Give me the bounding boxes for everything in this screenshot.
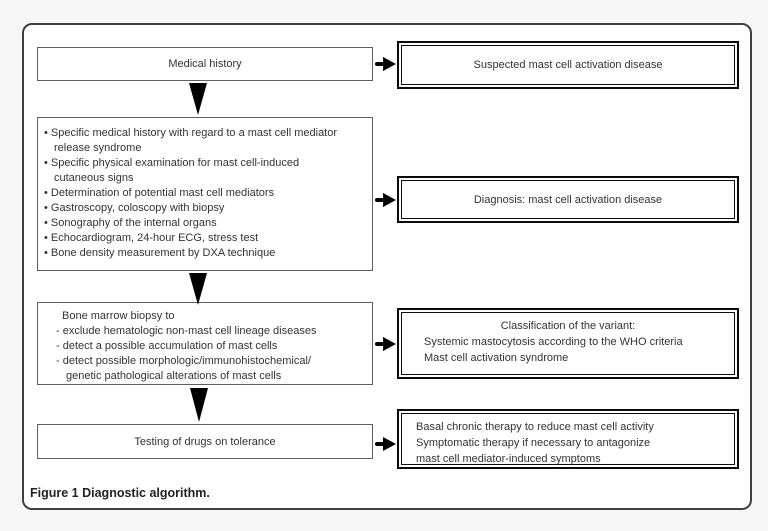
- workup-line: • Bone density measurement by DXA techni…: [44, 247, 276, 259]
- box-medical-history-label: Medical history: [168, 58, 242, 70]
- biopsy-line: - detect possible morphologic/immunohist…: [56, 355, 311, 367]
- arrow-right-icon: [375, 193, 396, 207]
- arrow-right-icon: [375, 437, 396, 451]
- variant-classification-text: Classification of the variant: Systemic …: [401, 312, 735, 375]
- bone-marrow-text: Bone marrow biopsy to - exclude hematolo…: [38, 303, 372, 388]
- workup-line: • Determination of potential mast cell m…: [44, 187, 275, 199]
- variant-line: Mast cell activation syndrome: [424, 352, 569, 364]
- figure-caption-title: Diagnostic algorithm.: [82, 486, 210, 500]
- figure-caption-label: Figure 1: [30, 486, 79, 500]
- box-medical-history: Medical history: [37, 47, 373, 81]
- workup-line: • Gastroscopy, coloscopy with biopsy: [44, 202, 225, 214]
- workup-line: • Echocardiogram, 24-hour ECG, stress te…: [44, 232, 259, 244]
- box-suspected-disease: Suspected mast cell activation disease: [397, 41, 739, 89]
- arrow-down-icon: [190, 388, 208, 422]
- box-variant-classification: Classification of the variant: Systemic …: [397, 308, 739, 379]
- box-workup-steps: • Specific medical history with regard t…: [37, 117, 373, 271]
- variant-line: Systemic mastocytosis according to the W…: [424, 336, 683, 348]
- therapy-text: Basal chronic therapy to reduce mast cel…: [401, 413, 735, 465]
- therapy-line: Symptomatic therapy if necessary to anta…: [416, 437, 651, 449]
- box-bone-marrow-biopsy: Bone marrow biopsy to - exclude hematolo…: [37, 302, 373, 385]
- box-therapy: Basal chronic therapy to reduce mast cel…: [397, 409, 739, 469]
- arrow-right-icon: [375, 337, 396, 351]
- therapy-line: Basal chronic therapy to reduce mast cel…: [416, 421, 654, 433]
- workup-steps-text: • Specific medical history with regard t…: [38, 118, 372, 265]
- variant-heading: Classification of the variant:: [500, 320, 636, 332]
- biopsy-line: - exclude hematologic non-mast cell line…: [56, 325, 317, 337]
- box-drug-tolerance-testing: Testing of drugs on tolerance: [37, 424, 373, 459]
- workup-line: • Specific medical history with regard t…: [44, 127, 338, 139]
- diagnosis-label: Diagnosis: mast cell activation disease: [401, 180, 735, 219]
- arrow-right-icon: [375, 57, 396, 71]
- biopsy-line: genetic pathological alterations of mast…: [66, 370, 282, 382]
- workup-line: • Sonography of the internal organs: [44, 217, 217, 229]
- box-diagnosis: Diagnosis: mast cell activation disease: [397, 176, 739, 223]
- workup-line: cutaneous signs: [54, 172, 134, 184]
- biopsy-line: - detect a possible accumulation of mast…: [56, 340, 278, 352]
- workup-line: release syndrome: [54, 142, 142, 154]
- figure-caption: Figure 1 Diagnostic algorithm.: [30, 486, 210, 500]
- drug-tolerance-label: Testing of drugs on tolerance: [134, 435, 276, 448]
- figure-frame: Medical history • Specific medical histo…: [22, 23, 752, 510]
- arrow-down-icon: [189, 273, 207, 305]
- workup-line: • Specific physical examination for mast…: [44, 157, 300, 169]
- arrow-down-icon: [189, 83, 207, 115]
- therapy-line: mast cell mediator-induced symptoms: [416, 453, 601, 465]
- suspected-disease-label: Suspected mast cell activation disease: [401, 45, 735, 85]
- biopsy-line: Bone marrow biopsy to: [62, 310, 175, 322]
